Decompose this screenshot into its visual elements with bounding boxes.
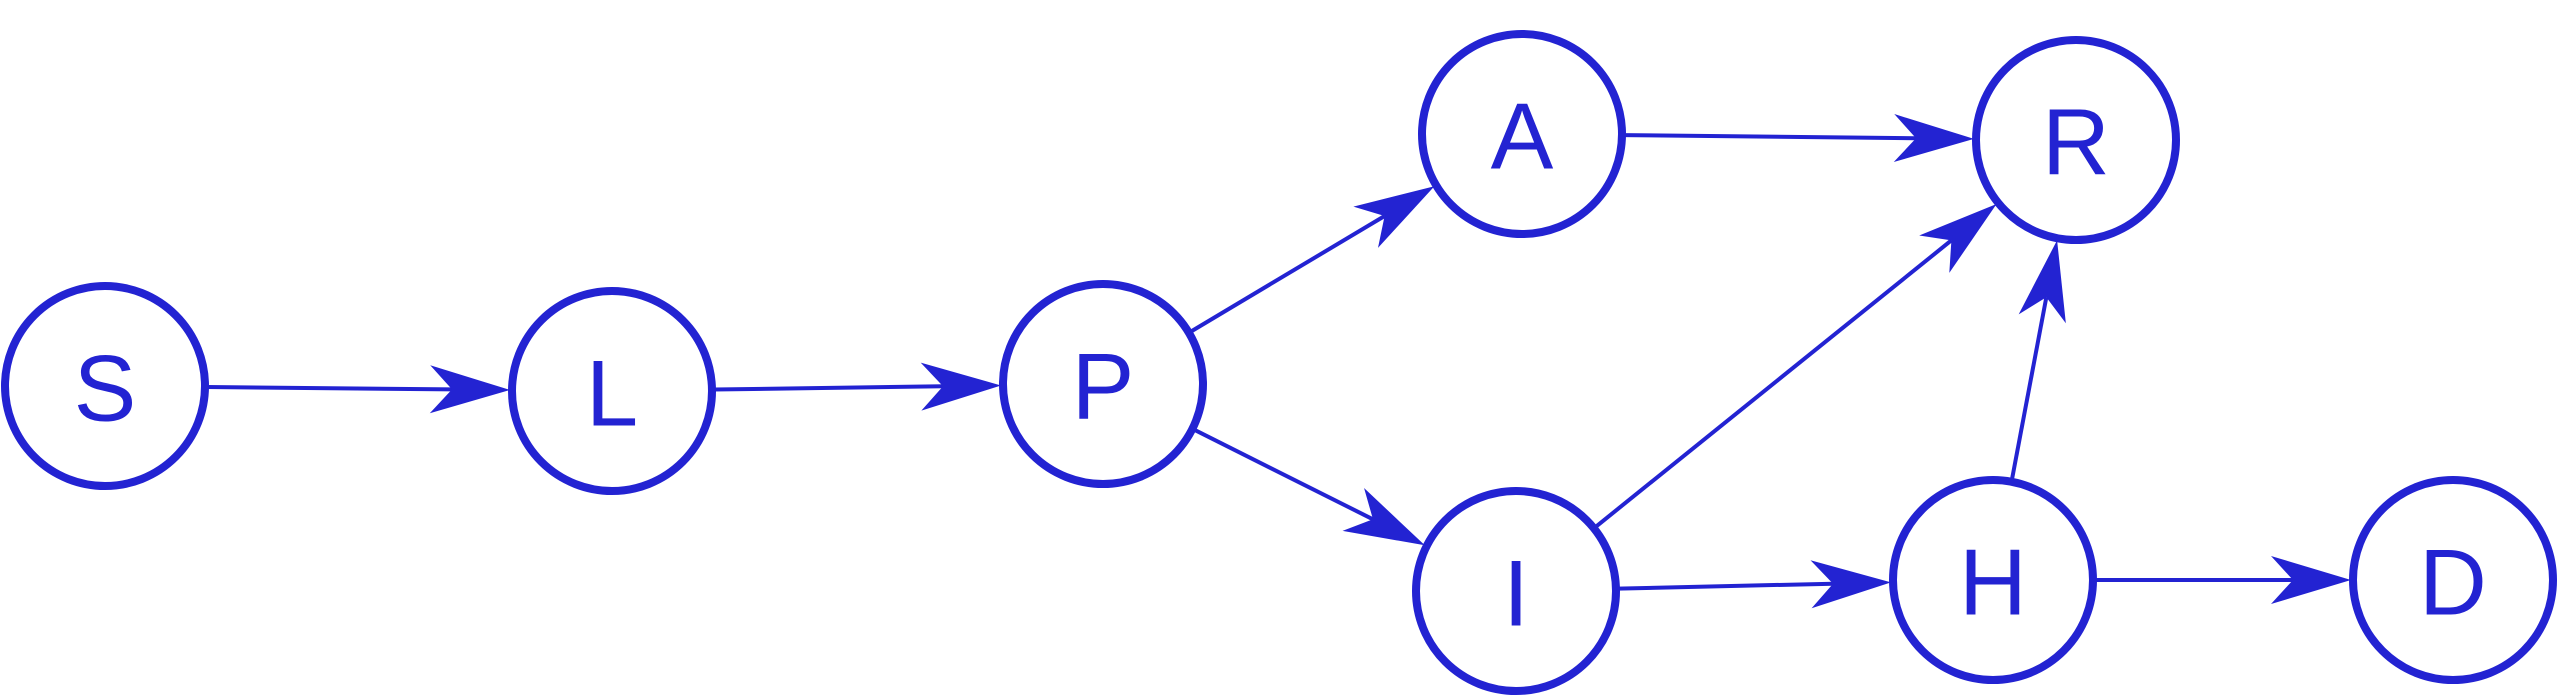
- node-label: R: [2042, 90, 2110, 195]
- edge-line: [1594, 238, 1953, 529]
- node-circle: [1972, 36, 2180, 244]
- arrowhead: [920, 362, 1002, 411]
- node-H: H: [1889, 476, 2097, 684]
- arrowhead: [1810, 560, 1892, 609]
- node-label: D: [2419, 530, 2487, 635]
- node-P: P: [999, 280, 1207, 488]
- edge-H-R: [2009, 240, 2066, 481]
- node-D: D: [2349, 476, 2557, 684]
- edge-line: [1617, 581, 1834, 591]
- nodes-layer: S L P A I R H D: [1, 30, 2557, 695]
- node-circle: [1418, 30, 1626, 238]
- arrowhead: [1893, 114, 1975, 163]
- arrowhead: [1353, 186, 1435, 248]
- node-circle: [2349, 476, 2557, 684]
- edge-P-I: [1193, 427, 1425, 546]
- node-R: R: [1972, 36, 2180, 244]
- edges-layer: [206, 114, 2351, 609]
- node-circle: [1889, 476, 2097, 684]
- edge-line: [1193, 427, 1374, 522]
- edge-A-R: [1623, 114, 1975, 163]
- node-A: A: [1418, 30, 1626, 238]
- node-circle: [999, 280, 1207, 488]
- edge-L-P: [713, 362, 1002, 411]
- node-label: P: [1072, 334, 1135, 439]
- node-circle: [508, 287, 716, 495]
- node-S: S: [1, 282, 209, 490]
- arrowhead: [429, 365, 511, 414]
- arrowhead: [2271, 556, 2351, 604]
- edge-line: [2009, 296, 2049, 481]
- node-label: A: [1491, 84, 1554, 189]
- edge-I-R: [1594, 203, 1997, 529]
- node-circle: [1412, 487, 1620, 695]
- edge-S-L: [206, 365, 511, 414]
- edge-line: [1189, 214, 1386, 334]
- arrowhead: [1919, 203, 1997, 273]
- arrowhead: [2018, 240, 2066, 324]
- node-circle: [1, 282, 209, 490]
- node-L: L: [508, 287, 716, 495]
- node-label: L: [586, 341, 638, 446]
- edge-I-H: [1617, 560, 1892, 609]
- node-label: H: [1959, 530, 2027, 635]
- edge-line: [1623, 133, 1917, 141]
- edge-H-D: [2095, 556, 2351, 604]
- node-label: I: [1503, 541, 1529, 646]
- edge-line: [206, 385, 453, 392]
- arrowhead: [1342, 487, 1425, 546]
- node-I: I: [1412, 487, 1620, 695]
- edge-P-A: [1189, 186, 1435, 334]
- node-label: S: [74, 336, 137, 441]
- edge-line: [713, 384, 944, 392]
